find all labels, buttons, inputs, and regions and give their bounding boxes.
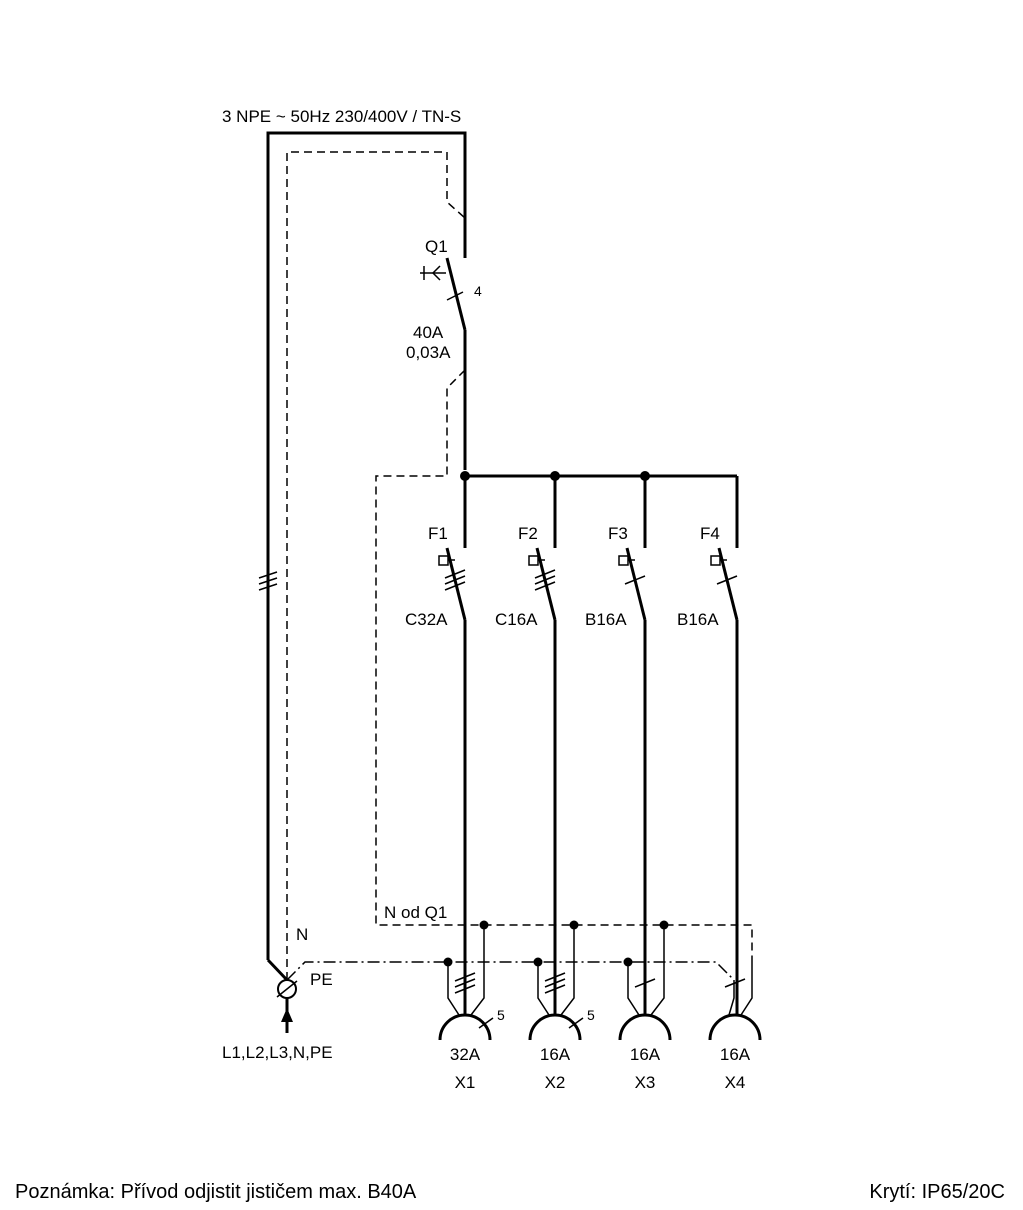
thermal-trip-icon [710,555,721,566]
socket-n-wire [650,925,665,1016]
socket-pe-wire [537,962,550,1016]
socket-conductor-tick [454,984,476,994]
pole-tick [444,569,466,579]
supply-terminal: N PE L1,L2,L3,N,PE [222,925,333,1062]
pe-label: PE [310,970,333,989]
socket-rating: 16A [540,1045,571,1064]
breaker-contact [445,547,467,621]
socket-n-wire [740,962,753,1016]
neutral-q1-line [375,369,753,962]
supply-cable [266,131,467,960]
socket-icon [528,1013,582,1041]
socket-conductor-tick [634,978,656,988]
input-arrow-icon [281,1008,293,1022]
socket-conductor-tick [454,972,476,982]
breaker-rating: C32A [405,610,448,629]
socket-conductor-tick [724,978,746,988]
socket-icon [438,1013,492,1041]
q1-id: Q1 [425,237,448,256]
neutral-label: N [296,925,308,944]
socket-id: X4 [725,1073,746,1092]
breaker-rating: B16A [677,610,719,629]
pole-tick [716,575,738,585]
socket-icon [618,1013,672,1041]
pole-tick [444,581,466,591]
socket-pole-tick [478,1017,494,1029]
breaker-contact [625,547,647,621]
pole-tick [534,581,556,591]
socket-x1: 5 32A X1 [438,925,505,1092]
pole-tick [534,569,556,579]
socket-id: X2 [545,1073,566,1092]
pe-line [286,961,735,981]
supply-label: 3 NPE ~ 50Hz 230/400V / TN-S [222,107,461,126]
thermal-trip-icon [528,555,539,566]
supply-cable-ticks [258,571,278,591]
footer-note: Poznámka: Přívod odjistit jističem max. … [15,1181,417,1203]
pole-tick [534,575,556,585]
socket-conductor-tick [544,984,566,994]
socket-x2: 5 16A X2 [528,925,595,1092]
socket-icon [708,1013,762,1041]
socket-conductor-tick [544,972,566,982]
socket-pole-count: 5 [497,1007,505,1023]
neutral-from-q1-label: N od Q1 [384,903,447,922]
q1-residual-current: 0,03A [406,343,451,362]
breaker-id: F1 [428,524,448,543]
breaker-contact [535,547,557,621]
socket-pe-wire [728,980,735,1016]
breaker-contact [717,547,739,621]
socket-conductor-tick [544,978,566,988]
breaker-id: F3 [608,524,628,543]
input-label: L1,L2,L3,N,PE [222,1043,333,1062]
breaker-id: F4 [700,524,720,543]
breaker-rating: C16A [495,610,538,629]
q1-pole-count: 4 [474,283,482,299]
socket-rating: 16A [720,1045,751,1064]
socket-n-wire [470,925,485,1016]
socket-id: X3 [635,1073,656,1092]
socket-id: X1 [455,1073,476,1092]
thermal-trip-icon [438,555,449,566]
socket-pole-tick [568,1017,584,1029]
breaker-rating: B16A [585,610,627,629]
neutral-supply-line [286,151,466,980]
socket-pole-count: 5 [587,1007,595,1023]
socket-pe-wire [627,962,640,1016]
breaker-id: F2 [518,524,538,543]
socket-n-wire [560,925,575,1016]
socket-rating: 16A [630,1045,661,1064]
socket-rating: 32A [450,1045,481,1064]
main-breaker-q1: Q1 4 40A 0,03A [406,237,482,470]
socket-pe-wire [447,962,460,1016]
footer-protection: Krytí: IP65/20C [869,1181,1005,1203]
pole-tick [444,575,466,585]
thermal-trip-icon [618,555,629,566]
q1-rating: 40A [413,323,444,342]
pole-tick [624,575,646,585]
socket-conductor-tick [454,978,476,988]
